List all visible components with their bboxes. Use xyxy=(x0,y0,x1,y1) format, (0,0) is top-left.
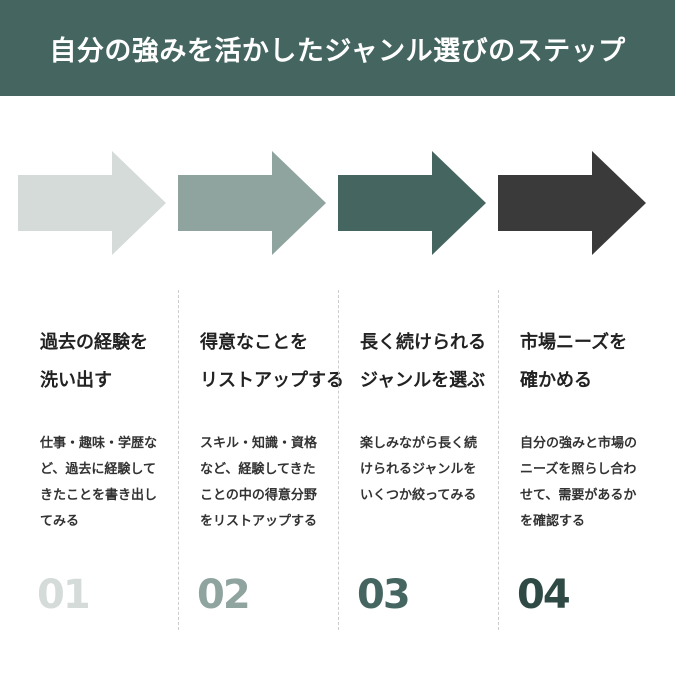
step-2-desc-line: をリストアップする xyxy=(200,514,318,529)
step-4-title-line: 市場ニーズを xyxy=(520,332,628,353)
step-1-desc-line: きたことを書き出し xyxy=(40,488,158,503)
step-1-description: 仕事・趣味・学歴な ど、過去に経験して きたことを書き出し てみる xyxy=(40,431,180,535)
step-3-title: 長く続けられる ジャンルを選ぶ xyxy=(360,324,498,400)
step-2-title-line: リストアップする xyxy=(200,370,344,391)
column-divider xyxy=(178,290,179,630)
step-1-desc-line: ど、過去に経験して xyxy=(40,462,156,477)
step-4-title-line: 確かめる xyxy=(520,370,592,391)
step-4-arrow-icon xyxy=(498,151,658,255)
step-3-description: 楽しみながら長く続 けられるジャンルを いくつか絞ってみる xyxy=(360,431,500,509)
step-4-title: 市場ニーズを 確かめる xyxy=(520,324,658,400)
step-3: 長く続けられる ジャンルを選ぶ 楽しみながら長く続 けられるジャンルを いくつか… xyxy=(338,96,498,675)
column-divider xyxy=(338,290,339,630)
step-3-desc-line: いくつか絞ってみる xyxy=(360,488,477,503)
step-4: 市場ニーズを 確かめる 自分の強みと市場の ニーズを照らし合わ せて、需要がある… xyxy=(498,96,658,675)
step-3-number: 03 xyxy=(357,572,411,618)
step-2-desc-line: ことの中の得意分野 xyxy=(200,488,317,503)
step-3-arrow-icon xyxy=(338,151,498,255)
header-banner: 自分の強みを活かしたジャンル選びのステップ xyxy=(0,0,675,96)
step-2-description: スキル・知識・資格 など、経験してきた ことの中の得意分野 をリストアップする xyxy=(200,431,340,535)
step-1-desc-line: てみる xyxy=(40,514,80,529)
step-2-number: 02 xyxy=(197,572,251,618)
step-3-desc-line: 楽しみながら長く続 xyxy=(360,436,478,451)
step-4-desc-line: ニーズを照らし合わ xyxy=(520,462,637,477)
step-2-title-line: 得意なことを xyxy=(200,332,308,353)
step-1-title-line: 洗い出す xyxy=(40,370,112,391)
step-2-desc-line: スキル・知識・資格 xyxy=(200,436,318,451)
step-4-desc-line: せて、需要があるか xyxy=(520,488,637,503)
step-1-title-line: 過去の経験を xyxy=(40,332,148,353)
step-2-arrow-icon xyxy=(178,151,338,255)
step-1-title: 過去の経験を 洗い出す xyxy=(40,324,178,400)
step-1-arrow-icon xyxy=(18,151,178,255)
step-1-number: 01 xyxy=(37,572,91,618)
step-2: 得意なことを リストアップする スキル・知識・資格 など、経験してきた ことの中… xyxy=(178,96,344,675)
step-4-desc-line: 自分の強みと市場の xyxy=(520,436,638,451)
step-3-title-line: 長く続けられる xyxy=(360,332,486,353)
column-divider xyxy=(498,290,499,630)
step-1: 過去の経験を 洗い出す 仕事・趣味・学歴な ど、過去に経験して きたことを書き出… xyxy=(18,96,178,675)
step-3-desc-line: けられるジャンルを xyxy=(360,462,477,477)
step-3-title-line: ジャンルを選ぶ xyxy=(360,370,486,391)
step-4-description: 自分の強みと市場の ニーズを照らし合わ せて、需要があるか を確認する xyxy=(520,431,660,535)
step-1-desc-line: 仕事・趣味・学歴な xyxy=(40,436,158,451)
step-4-number: 04 xyxy=(517,572,571,618)
step-4-desc-line: を確認する xyxy=(520,514,586,529)
step-2-desc-line: など、経験してきた xyxy=(200,462,316,477)
step-2-title: 得意なことを リストアップする xyxy=(200,324,344,400)
page-title: 自分の強みを活かしたジャンル選びのステップ xyxy=(49,35,626,67)
